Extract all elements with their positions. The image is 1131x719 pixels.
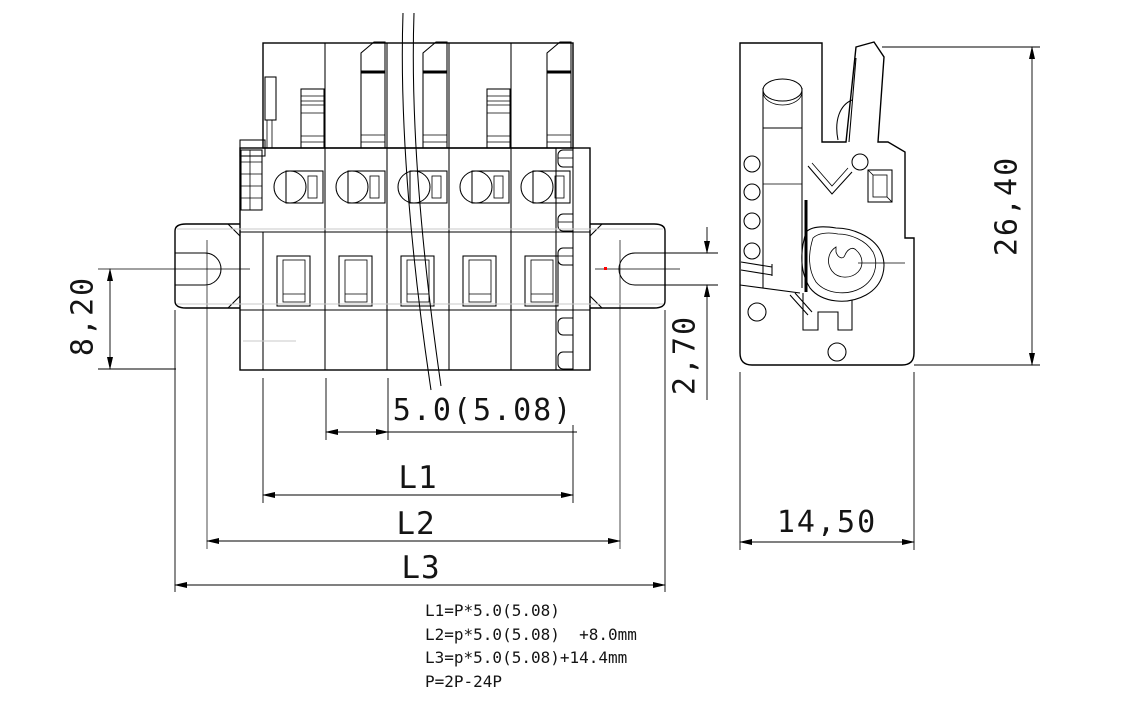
l3-label: L3 bbox=[401, 550, 440, 586]
slot-offset-label: 2,70 bbox=[668, 315, 703, 395]
l1-label: L1 bbox=[398, 460, 437, 496]
actuator-lever-b2 bbox=[360, 41, 386, 148]
side-outline bbox=[739, 41, 915, 366]
upper-housing bbox=[239, 41, 574, 157]
screw-shaft bbox=[762, 78, 803, 288]
side-height-label: 26,40 bbox=[990, 156, 1025, 256]
left-height-label: 8,20 bbox=[66, 276, 101, 356]
accent-lines bbox=[177, 228, 663, 342]
pitch-label: 5.0(5.08) bbox=[393, 393, 574, 428]
window bbox=[276, 255, 311, 307]
left-mounting-flange bbox=[98, 223, 250, 549]
side-lower-details bbox=[739, 261, 853, 331]
actuator-bar-a4 bbox=[486, 88, 511, 149]
dimension-pitch: 5.0(5.08) bbox=[325, 378, 577, 440]
spring-clamp bbox=[801, 226, 905, 302]
side-holes bbox=[743, 153, 869, 362]
actuator-bar-a1 bbox=[300, 88, 325, 149]
square-opening bbox=[867, 169, 893, 203]
inner-lever bbox=[807, 57, 857, 195]
dimension-slot-offset: 2,70 bbox=[648, 227, 718, 400]
window bbox=[524, 255, 559, 307]
dimension-l2: L2 bbox=[206, 506, 621, 544]
actuator-lever-b3 bbox=[422, 41, 448, 148]
note-l2: L2=p*5.0(5.08) +8.0mm bbox=[425, 625, 637, 644]
dimension-side-width: 14,50 bbox=[739, 372, 915, 550]
left-end-bracket bbox=[240, 149, 263, 211]
wire-clamp-units bbox=[273, 170, 571, 204]
clamp-unit bbox=[273, 170, 324, 204]
main-body bbox=[239, 147, 591, 371]
side-view bbox=[739, 41, 915, 366]
note-l3: L3=p*5.0(5.08)+14.4mm bbox=[425, 648, 627, 667]
actuator-lever-b5 bbox=[546, 41, 572, 148]
side-width-label: 14,50 bbox=[777, 505, 877, 540]
clamp-unit bbox=[335, 170, 386, 204]
right-mounting-flange bbox=[589, 223, 680, 549]
dimension-l3: L3 bbox=[174, 310, 666, 592]
note-p: P=2P-24P bbox=[425, 672, 502, 691]
dimension-l1: L1 bbox=[262, 378, 574, 503]
dimension-side-height: 26,40 bbox=[882, 46, 1040, 366]
artifact-red-dot bbox=[604, 267, 607, 270]
note-l1: L1=P*5.0(5.08) bbox=[425, 601, 560, 620]
clamp-unit bbox=[520, 170, 571, 204]
break-lines bbox=[401, 12, 442, 391]
right-end-tabs bbox=[557, 149, 573, 370]
window bbox=[462, 255, 497, 307]
wire-entry-windows bbox=[276, 255, 559, 307]
window bbox=[338, 255, 373, 307]
front-view bbox=[98, 12, 680, 549]
l2-label: L2 bbox=[396, 506, 435, 542]
formula-notes: L1=P*5.0(5.08) L2=p*5.0(5.08) +8.0mm L3=… bbox=[425, 601, 637, 691]
dimension-left-height: 8,20 bbox=[66, 268, 176, 370]
clamp-unit bbox=[397, 170, 448, 204]
clamp-unit bbox=[459, 170, 510, 204]
